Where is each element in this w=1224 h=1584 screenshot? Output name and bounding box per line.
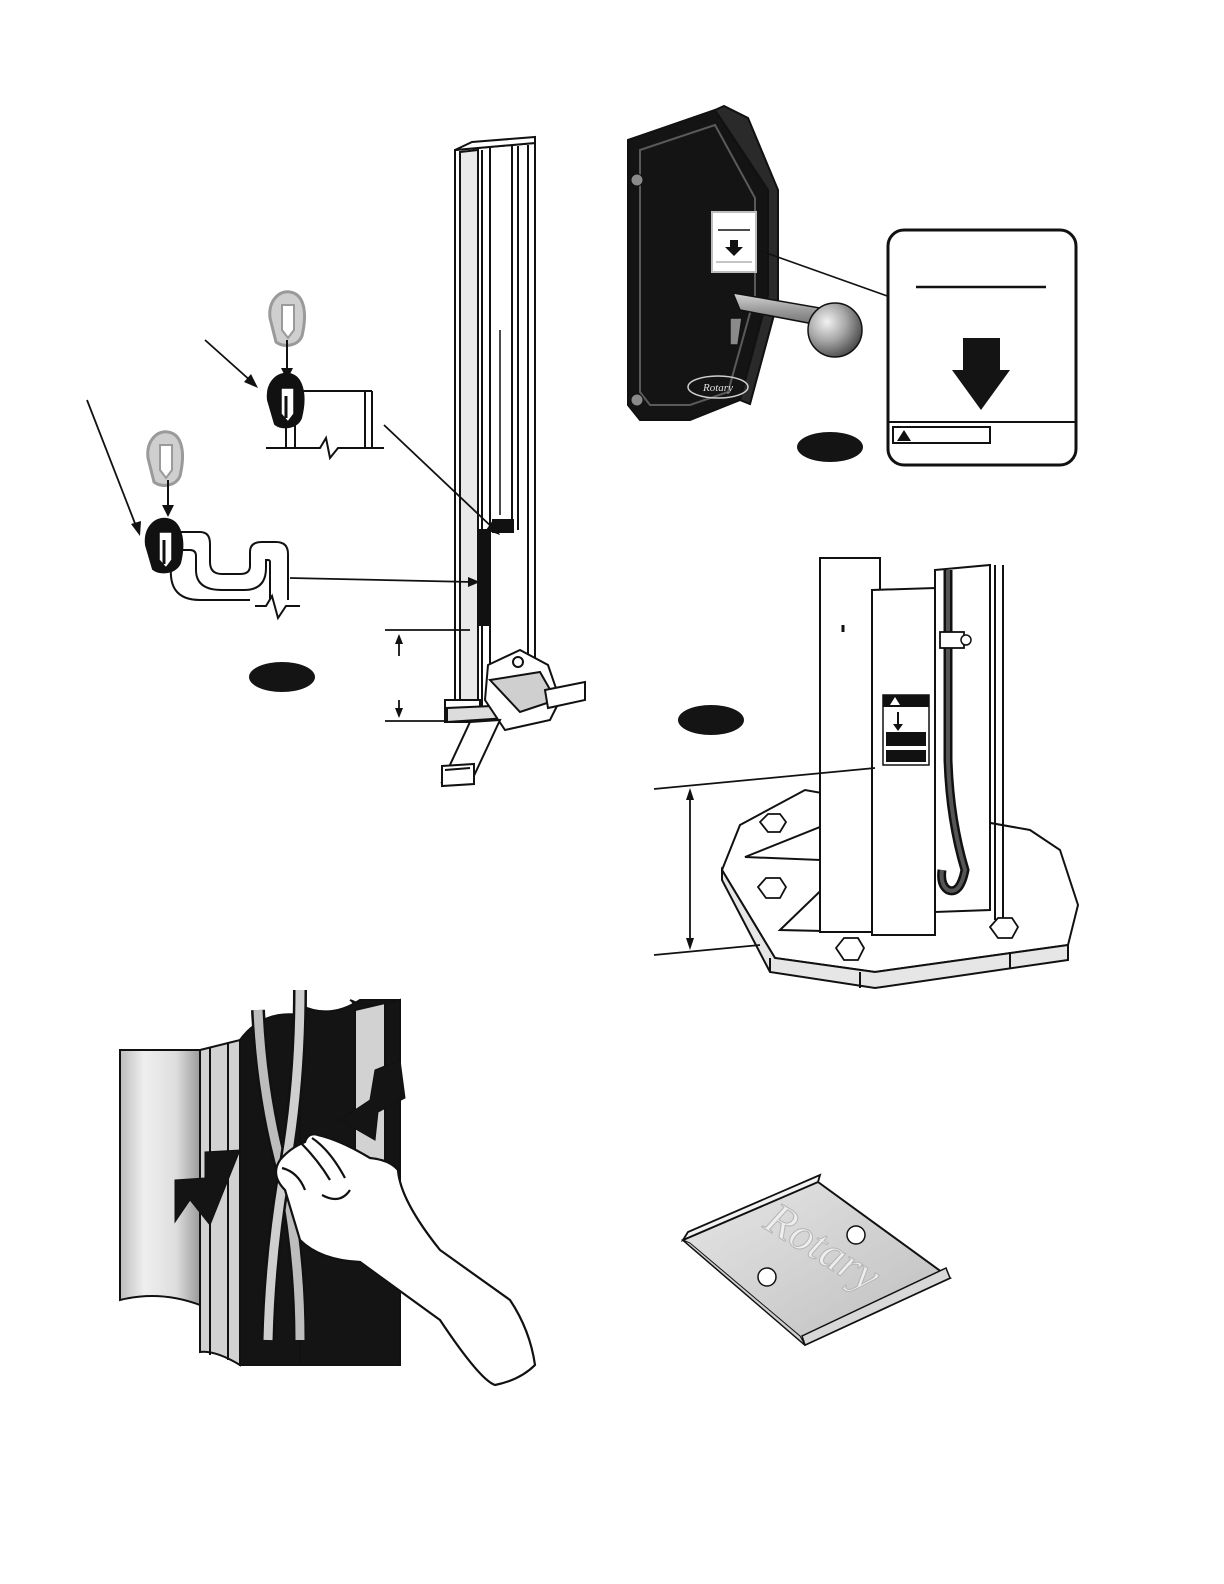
figure-badge <box>797 432 863 462</box>
column-decal-figure <box>87 137 585 786</box>
lift-column <box>445 137 538 722</box>
control-box-housing: Rotary <box>628 106 778 420</box>
figure-badge <box>678 705 744 735</box>
figure-badge <box>249 662 315 692</box>
shim-plate-figure: Rotary <box>683 1175 950 1345</box>
baseplate-decal-figure <box>654 558 1078 988</box>
cable-routing-figure <box>120 990 535 1385</box>
lower-clip-detail <box>87 400 480 618</box>
control-handle-figure: Rotary <box>628 106 1076 465</box>
safety-decal <box>883 695 929 765</box>
control-box-logo: Rotary <box>702 382 733 394</box>
enlarged-decal <box>888 230 1076 465</box>
